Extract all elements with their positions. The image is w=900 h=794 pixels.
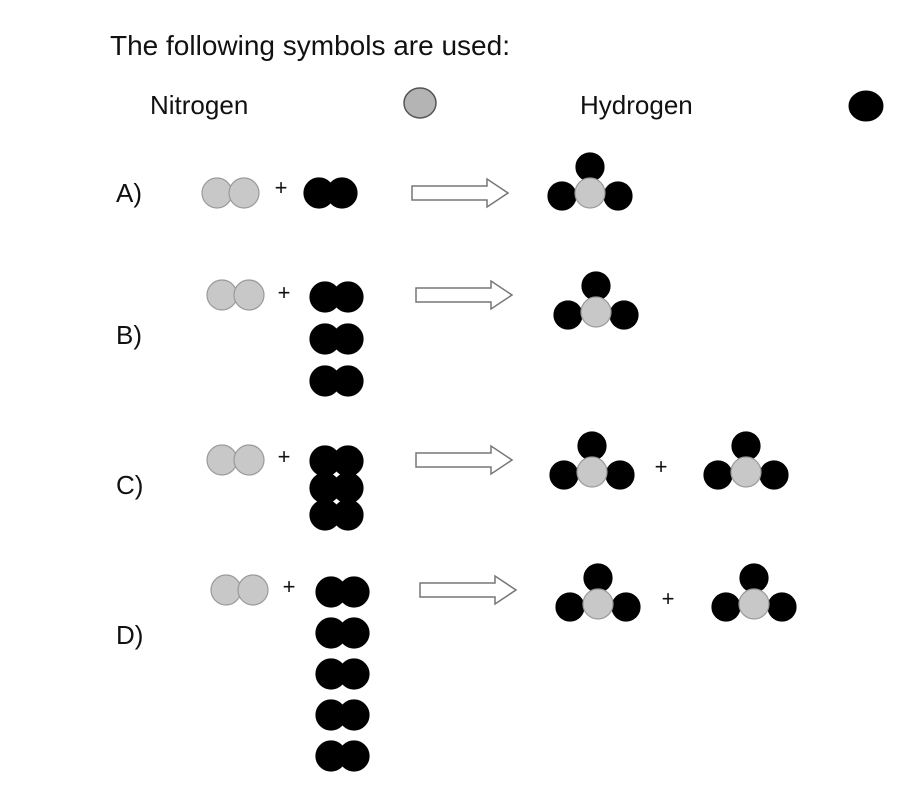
reaction-arrow (415, 444, 514, 476)
hydrogen-atom (767, 592, 797, 622)
plus-sign: + (278, 444, 291, 469)
reaction-arrow (411, 177, 510, 209)
hydrogen-atom (332, 281, 364, 313)
option-b-label: B) (116, 320, 142, 350)
plus-sign: + (283, 574, 296, 599)
hydrogen-atom (555, 592, 585, 622)
nitrogen-atom (228, 177, 260, 209)
hydrogen-atom (553, 300, 583, 330)
nitrogen-atom (206, 279, 238, 311)
nitrogen-atom (237, 574, 269, 606)
hydrogen-atom (603, 181, 633, 211)
hydrogen-atom (338, 740, 370, 772)
hydrogen-atom (338, 617, 370, 649)
hydrogen-atom (581, 271, 611, 301)
hydrogen-atom (332, 323, 364, 355)
plus-sign: + (655, 454, 668, 479)
hydrogen-atom (583, 563, 613, 593)
nitrogen-atom (201, 177, 233, 209)
hydrogen-atom (609, 300, 639, 330)
nitrogen-atom (233, 279, 265, 311)
hydrogen-atom (332, 472, 364, 504)
nitrogen-atom (233, 444, 265, 476)
hydrogen-atom (759, 460, 789, 490)
hydrogen-atom (338, 699, 370, 731)
option-d-label: D) (116, 620, 144, 650)
nitrogen-atom (580, 296, 612, 328)
hydrogen-atom (549, 460, 579, 490)
hydrogen-atom (338, 658, 370, 690)
nitrogen-label: Nitrogen (150, 90, 249, 120)
hydrogen-atom (332, 445, 364, 477)
plus-sign: + (662, 586, 675, 611)
hydrogen-atom (577, 431, 607, 461)
hydrogen-atom (547, 181, 577, 211)
hydrogen-atom (338, 576, 370, 608)
nitrogen-atom (582, 588, 614, 620)
nitrogen-atom (576, 456, 608, 488)
hydrogen-atom (739, 563, 769, 593)
hydrogen-atom (731, 431, 761, 461)
hydrogen-symbol (848, 90, 884, 122)
reaction-arrow (415, 279, 514, 311)
nitrogen-atom (206, 444, 238, 476)
nitrogen-atom (210, 574, 242, 606)
hydrogen-atom (575, 152, 605, 182)
hydrogen-atom (326, 177, 358, 209)
intro-text: The following symbols are used: (110, 30, 510, 61)
hydrogen-atom (605, 460, 635, 490)
reaction-arrow (419, 574, 518, 606)
option-c-label: C) (116, 470, 144, 500)
plus-sign: + (275, 175, 288, 200)
hydrogen-atom (611, 592, 641, 622)
nitrogen-atom (730, 456, 762, 488)
hydrogen-label: Hydrogen (580, 90, 693, 120)
hydrogen-atom (703, 460, 733, 490)
nitrogen-atom (738, 588, 770, 620)
hydrogen-atom (332, 499, 364, 531)
nitrogen-atom (574, 177, 606, 209)
plus-sign: + (278, 280, 291, 305)
option-a-label: A) (116, 178, 142, 208)
nitrogen-symbol (403, 87, 437, 119)
hydrogen-atom (332, 365, 364, 397)
hydrogen-atom (711, 592, 741, 622)
